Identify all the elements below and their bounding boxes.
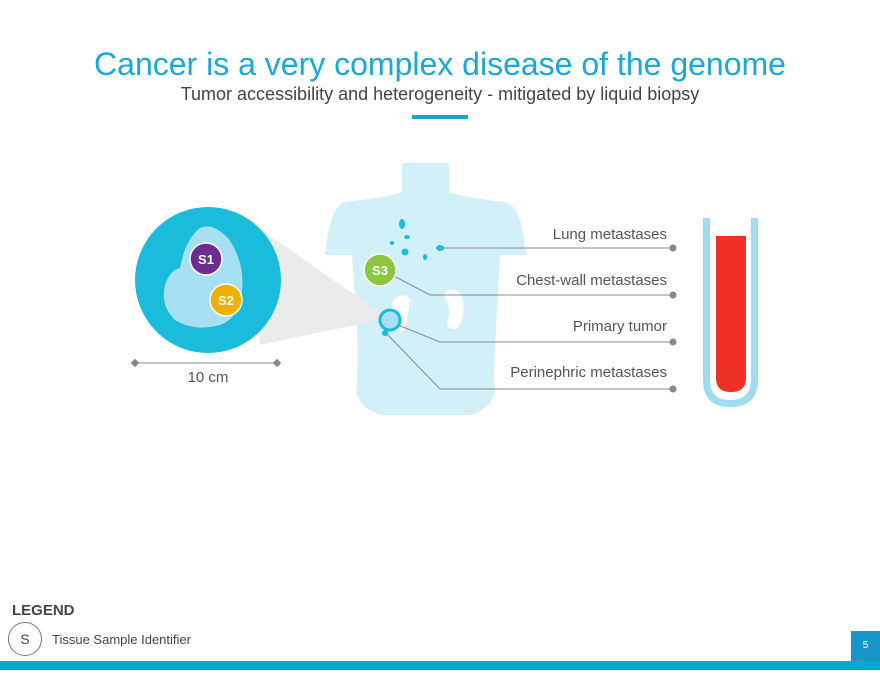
kidney-right xyxy=(444,289,464,330)
sample-s3-label: S3 xyxy=(372,263,388,278)
label-perinephric-metastases: Perinephric metastases xyxy=(510,364,667,381)
footer-bar xyxy=(0,661,880,670)
sample-s1-label: S1 xyxy=(198,252,214,267)
sample-s1 xyxy=(189,242,223,276)
perinephric-metastasis xyxy=(382,330,388,336)
zoom-cone xyxy=(250,222,388,345)
torso-silhouette xyxy=(325,163,527,415)
page-subtitle: Tumor accessibility and heterogeneity - … xyxy=(180,84,700,104)
sample-s2-label: S2 xyxy=(218,293,234,308)
lung-metastases xyxy=(390,219,444,260)
legend-title: LEGEND xyxy=(12,602,75,619)
sample-s3 xyxy=(363,253,397,287)
primary-tumor xyxy=(378,308,402,332)
legend-symbol: S xyxy=(8,622,42,656)
sample-s2 xyxy=(209,283,243,317)
callout-lines xyxy=(385,247,673,390)
label-primary-tumor: Primary tumor xyxy=(572,318,667,335)
title-divider xyxy=(412,115,468,119)
legend-text: Tissue Sample Identifier xyxy=(52,632,191,647)
blood-tube xyxy=(703,218,758,407)
label-chest-wall-metastases: Chest-wall metastases xyxy=(516,272,667,289)
label-lung-metastases: Lung metastases xyxy=(552,226,667,243)
blood-sample xyxy=(716,236,746,392)
scale-label: 10 cm xyxy=(187,369,229,386)
page-title: Cancer is a very complex disease of the … xyxy=(94,46,786,82)
page-number: 5 xyxy=(851,631,880,661)
